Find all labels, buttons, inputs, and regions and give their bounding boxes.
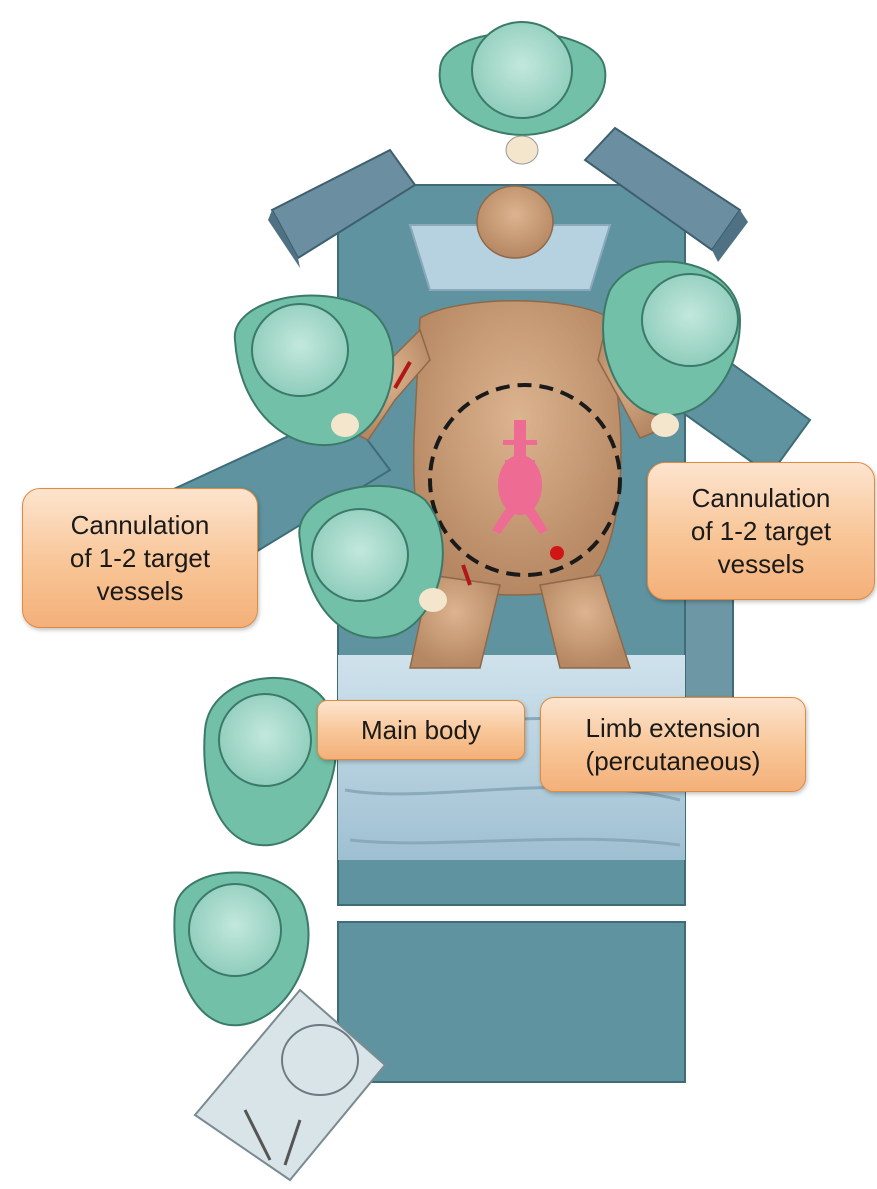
patient-head [477, 186, 553, 258]
callout-limb-extension-text: Limb extension (percutaneous) [586, 712, 761, 778]
callout-right-cannulation: Cannulation of 1-2 target vessels [647, 462, 875, 600]
callout-right-cannulation-text: Cannulation of 1-2 target vessels [691, 482, 831, 581]
callout-main-body-text: Main body [361, 714, 481, 747]
surgeon-top [440, 22, 606, 164]
callout-left-cannulation: Cannulation of 1-2 target vessels [22, 488, 258, 628]
callout-main-body: Main body [317, 700, 525, 760]
surgeon-left-lower [204, 678, 336, 845]
access-site-dot [550, 546, 564, 560]
surgeon-left-upper [235, 296, 393, 446]
callout-left-cannulation-text: Cannulation of 1-2 target vessels [70, 509, 210, 608]
callout-limb-extension: Limb extension (percutaneous) [540, 697, 806, 792]
